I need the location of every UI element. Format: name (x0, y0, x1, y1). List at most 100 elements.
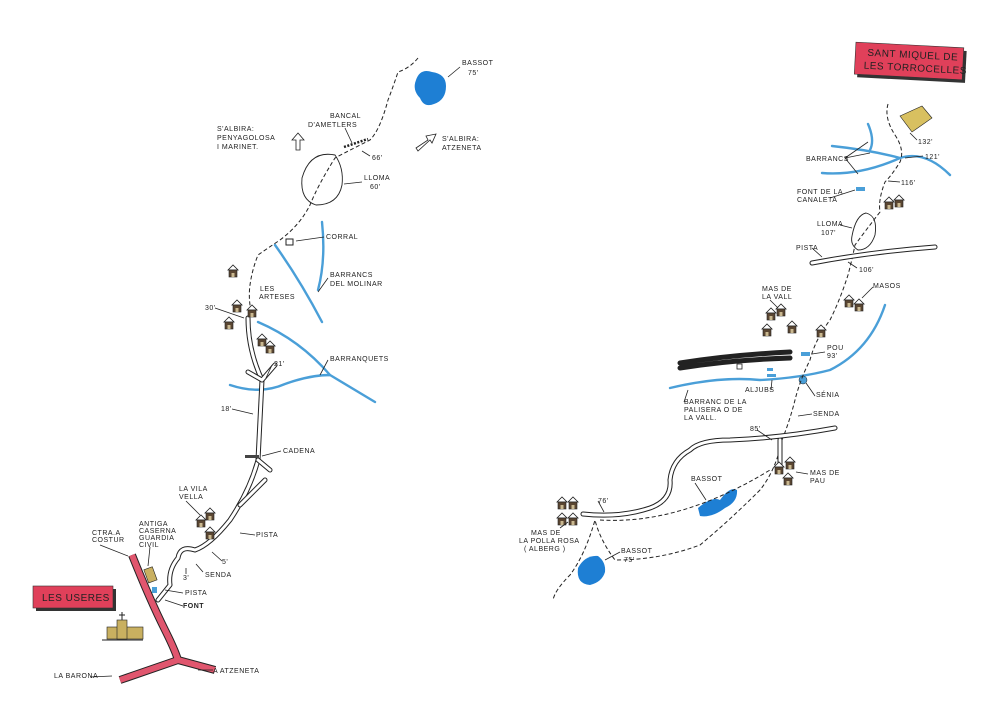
label-la-vila: LA VILA (179, 486, 208, 493)
label-costur: COSTUR (92, 537, 125, 544)
town-name-les-useres: LES USERES (42, 593, 110, 604)
arrow-ne-icon (415, 133, 437, 152)
river-barranquets (228, 320, 377, 404)
label-bassot-2: BASSOT (621, 548, 653, 555)
label-caserna: CASERNA (139, 528, 176, 535)
label-pau: PAU (810, 478, 825, 485)
label-lloma-time: 60' (370, 184, 381, 191)
chain-cadena (245, 455, 259, 458)
label-senda: SENDA (813, 411, 840, 418)
label-cadena: CADENA (283, 448, 315, 455)
label-mas-de: MAS DE (762, 286, 792, 293)
label-canaleta: CANALETA (797, 197, 837, 204)
label-bassot: BASSOT (691, 476, 723, 483)
caserna-building (143, 566, 158, 584)
town-box-sant-miquel: SANT MIQUEL DE LES TORROCELLES (853, 41, 967, 83)
label-bancal: BANCAL (330, 113, 361, 120)
label-time-5: 5' (222, 559, 228, 566)
label-senia: SÉNIA (816, 390, 840, 399)
town-name-line1: SANT MIQUEL DE (867, 48, 958, 64)
font-icon (152, 587, 157, 593)
label-senda: SENDA (205, 572, 232, 579)
label-la-barona: LA BARONA (54, 673, 98, 680)
label-lloma: LLOMA (817, 221, 843, 228)
label-time-132: 132' (918, 139, 933, 146)
label-bassot-2-time: 75' (624, 557, 635, 564)
label-bassot: BASSOT (462, 60, 494, 67)
river-palisera (668, 303, 887, 390)
label-ctra: CTRA.A (92, 530, 121, 537)
lloma-outline (301, 153, 343, 206)
label-ametlers: D'AMETLERS (308, 122, 357, 129)
label-barranc-de-la: BARRANC DE LA (684, 399, 747, 406)
label-la-vall: LA VALL (762, 294, 792, 301)
label-aljubs: ALJUBS (745, 387, 774, 394)
lake-bassot-75 (577, 555, 606, 585)
label-molinar: DEL MOLINAR (330, 281, 383, 288)
label-guardia: GUARDIA (139, 535, 174, 542)
label-albira-e: S'ALBIRA: (442, 136, 479, 143)
label-font: FONT (183, 603, 204, 610)
label-pista: PISTA (796, 245, 818, 252)
trail-right (552, 103, 903, 601)
label-time-85: 85' (750, 426, 761, 433)
label-masos: MASOS (873, 283, 901, 290)
label-atzeneta-view: ATZENETA (442, 145, 482, 152)
label-vella: VELLA (179, 494, 203, 501)
label-mas-de-polla: MAS DE (531, 530, 561, 537)
label-time-3: 3' (183, 575, 189, 582)
arrow-up-icon (291, 132, 305, 151)
river-barrancs (820, 122, 952, 177)
monastery-icon (899, 105, 933, 133)
label-pou-time: 93' (827, 353, 838, 360)
label-time-18: 18' (221, 406, 232, 413)
lloma-outline-right (851, 212, 877, 251)
trail-left (248, 57, 419, 316)
label-lloma: LLOMA (364, 175, 390, 182)
label-mas-de-pau: MAS DE (810, 470, 840, 477)
label-time-121: 121' (925, 154, 940, 161)
pista-road (155, 315, 265, 603)
label-time-21: 21' (274, 361, 285, 368)
label-arteses: ARTESES (259, 294, 295, 301)
left-map-les-useres: BASSOT 75' BANCAL D'AMETLERS S'ALBIRA: P… (32, 57, 494, 684)
label-barrancs: BARRANCS (806, 156, 849, 163)
aljub-icon (767, 374, 776, 377)
label-pista-2: PISTA (185, 590, 207, 597)
label-albira-w: S'ALBIRA: (217, 126, 254, 133)
town-name-line2: LES TORROCELLES (863, 61, 967, 77)
label-font-de-la: FONT DE LA (797, 189, 843, 196)
right-map-sant-miquel: SANT MIQUEL DE LES TORROCELLES (519, 41, 967, 601)
label-barranquets: BARRANQUETS (330, 356, 389, 363)
label-pou: POU (827, 345, 844, 352)
label-time-30: 30' (205, 305, 216, 312)
label-corral: CORRAL (326, 234, 358, 241)
label-de-la-vall: LA VALL. (684, 415, 717, 422)
label-time-66: 66' (372, 155, 383, 162)
label-penyagolosa: PENYAGOLOSA (217, 135, 275, 142)
label-marinet: I MARINET. (217, 144, 259, 151)
town-box-les-useres: LES USERES (32, 585, 116, 611)
label-pista: PISTA (256, 532, 278, 539)
font-canaleta-icon (856, 187, 865, 191)
label-time-76: 76' (598, 498, 609, 505)
main-road (119, 553, 216, 683)
label-lloma-time: 107' (821, 230, 836, 237)
label-alberg: ( ALBERG ) (524, 546, 566, 553)
corral-icon (285, 238, 294, 246)
river-barrancs-molinar (273, 220, 325, 324)
bancal-marker (343, 137, 369, 149)
label-time-116: 116' (901, 180, 916, 187)
label-les: LES (260, 286, 275, 293)
label-time-106: 106' (859, 267, 874, 274)
label-civil: CIVIL (139, 542, 159, 549)
lake-bassot-small (698, 489, 738, 517)
label-polla-rosa: LA POLLA ROSA (519, 538, 580, 545)
label-bassot-time: 75' (468, 70, 479, 77)
label-antiga: ANTIGA (139, 521, 168, 528)
label-a-atzeneta: A ATZENETA (213, 668, 259, 675)
church-icon (102, 612, 144, 641)
label-palisera: PALISERA O DE (684, 407, 743, 414)
lake-bassot (414, 71, 446, 106)
